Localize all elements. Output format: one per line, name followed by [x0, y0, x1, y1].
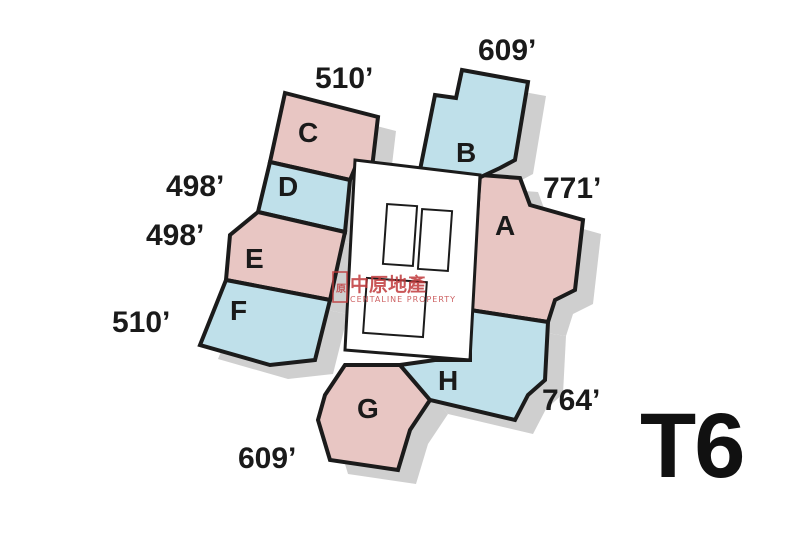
- lift-shaft-1: [381, 202, 419, 268]
- area-label-h: 764’: [542, 384, 600, 417]
- area-label-b: 609’: [478, 34, 536, 67]
- unit-letter-b: B: [456, 137, 476, 168]
- svg-text:原: 原: [336, 283, 347, 295]
- area-label-a: 771’: [543, 172, 601, 205]
- area-label-c: 510’: [315, 62, 373, 95]
- unit-f: [197, 277, 333, 368]
- labels-layer: A 771’ B 609’ C 510’ D 498’ E 498’ F 510’ G 609’ H 764’: [112, 34, 601, 475]
- unit-letter-h: H: [438, 365, 458, 396]
- lift-core: [343, 158, 482, 362]
- unit-letter-g: G: [357, 393, 379, 424]
- area-label-e: 498’: [146, 219, 204, 252]
- unit-letter-a: A: [495, 210, 515, 241]
- units-layer: [197, 67, 586, 473]
- unit-letter-e: E: [245, 243, 264, 274]
- area-label-d: 498’: [166, 170, 224, 203]
- area-label-f: 510’: [112, 306, 170, 339]
- stair-core: [362, 276, 428, 339]
- watermark-cn: 中原地產: [350, 273, 426, 296]
- watermark-en: CENTALINE PROPERTY: [350, 295, 456, 304]
- centaline-logo-icon: 原: [332, 271, 348, 303]
- unit-letter-d: D: [278, 171, 298, 202]
- lift-shaft-2: [416, 207, 454, 273]
- watermark: 原 中原地產 CENTALINE PROPERTY: [332, 271, 456, 304]
- unit-letter-f: F: [230, 295, 247, 326]
- tower-label: T6: [640, 395, 745, 497]
- area-label-g: 609’: [238, 442, 296, 475]
- unit-letter-c: C: [298, 117, 318, 148]
